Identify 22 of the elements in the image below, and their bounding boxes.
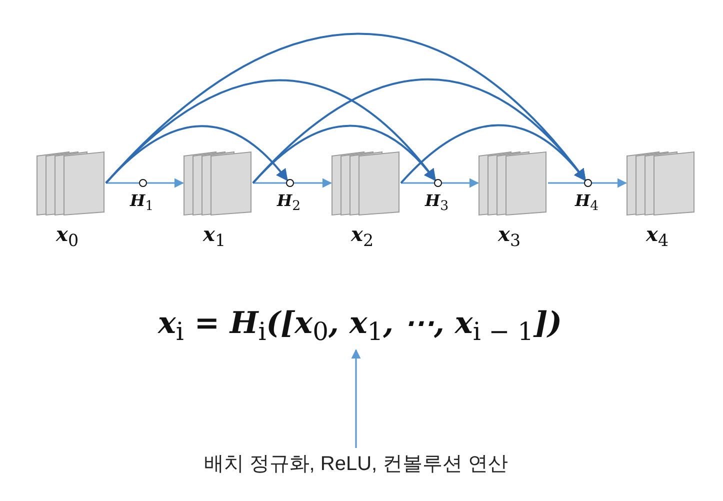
math-label: x$_{3}$ bbox=[498, 222, 521, 250]
arrow bbox=[252, 78, 586, 184]
arrow bbox=[294, 178, 332, 188]
annotation-text: 배치 정규화, ReLU, 컨볼루션 연산 bbox=[200, 448, 512, 480]
math-label: H$_{2}$ bbox=[277, 191, 301, 214]
junction-dot bbox=[584, 179, 592, 187]
math-label: H$_{4}$ bbox=[575, 191, 599, 214]
equation: x$_{i}$ = H$_{i}$([x$_{0}$, x$_{1}$, ⋯, x$_{i − 1}$]) bbox=[120, 298, 600, 350]
arrow bbox=[147, 178, 184, 188]
math-label: x$_{1}$ bbox=[203, 222, 226, 250]
arrow bbox=[351, 349, 361, 448]
math-label: x$_{0}$ bbox=[56, 222, 79, 250]
math-label: x$_{2}$ bbox=[351, 222, 374, 250]
arrow bbox=[400, 124, 586, 184]
arrow bbox=[442, 178, 479, 188]
math-label: x$_{4}$ bbox=[646, 222, 669, 250]
math-label: H$_{3}$ bbox=[425, 191, 449, 214]
junction-dot bbox=[286, 179, 294, 187]
junction-dot bbox=[139, 179, 147, 187]
math-label: H$_{1}$ bbox=[130, 191, 154, 214]
junction-dot bbox=[434, 179, 442, 187]
arrow bbox=[592, 178, 627, 188]
